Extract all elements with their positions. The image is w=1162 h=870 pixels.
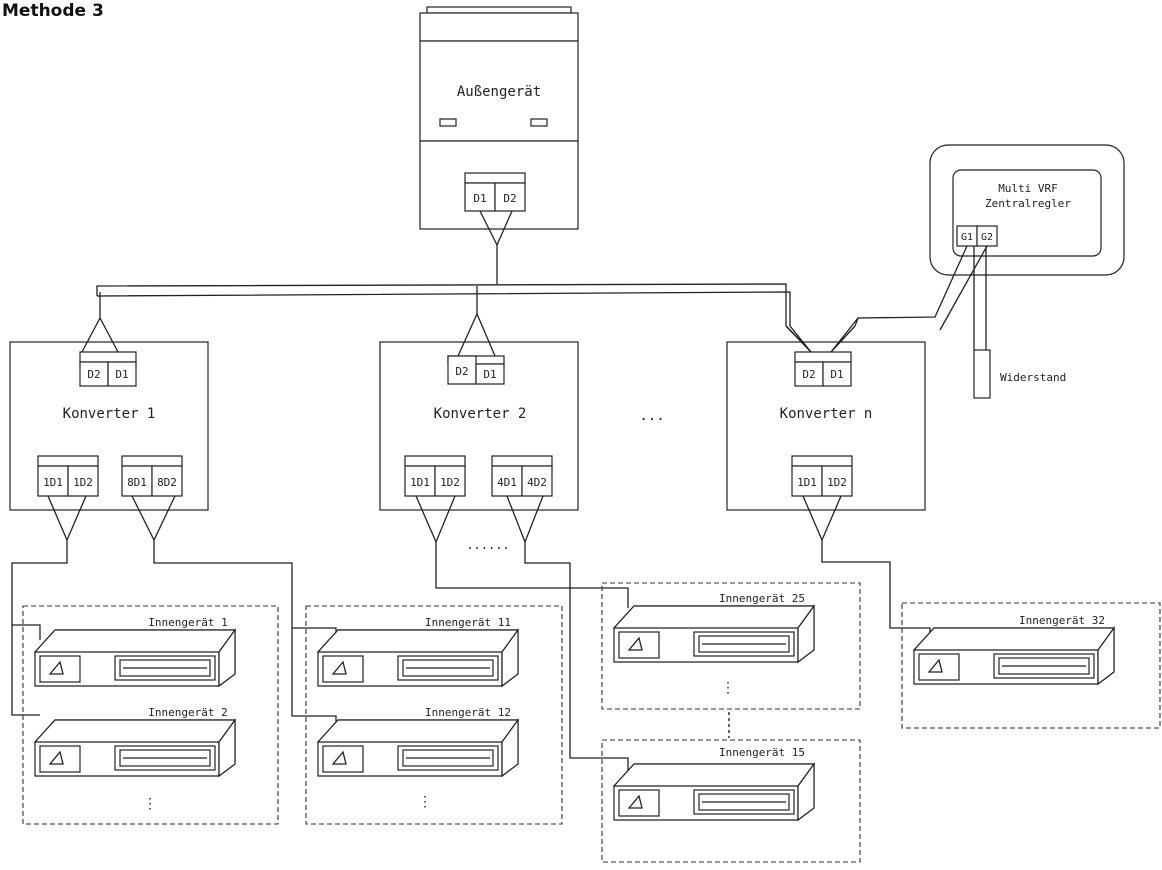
converter-n-label: Konverter n	[780, 406, 873, 422]
indoor-unit-2-label: Innengerät 2	[148, 706, 227, 719]
indoor-unit-32-label: Innengerät 32	[1019, 614, 1105, 627]
indoor-group-convertern	[901, 602, 1161, 729]
converter-2: D2 D1 Konverter 2 1D1 1D2 4D1 4D2	[379, 341, 579, 511]
outdoor-vent-left	[439, 118, 457, 127]
central-controller: Multi VRF Zentralregler G1 G2	[929, 144, 1125, 276]
indoor-unit-12: Innengerät 12	[317, 706, 519, 777]
converter-2-terminal-1d2: 1D2	[440, 476, 460, 489]
converter-n-terminal-d2: D2	[802, 368, 815, 381]
vertical-ellipsis-3: ⋮	[721, 680, 735, 696]
converters-ellipsis: ...	[639, 408, 664, 424]
converter-2-terminal-4d1: 4D1	[497, 476, 517, 489]
indoor-unit-11-label: Innengerät 11	[425, 616, 511, 629]
terminal-d1: D1	[473, 192, 486, 205]
resistor	[973, 349, 991, 399]
outdoor-unit-label: Außengerät	[457, 84, 541, 100]
converter-2-terminal-1d1: 1D1	[410, 476, 430, 489]
lines-ellipsis: ......	[466, 538, 509, 552]
vertical-ellipsis-1: ⋮	[143, 796, 157, 812]
indoor-unit-25: Innengerät 25	[613, 592, 815, 663]
indoor-group-converter1-b	[305, 605, 563, 825]
converter-1-terminal-1d1: 1D1	[43, 476, 63, 489]
converter-1-terminal-d2: D2	[87, 368, 100, 381]
terminal-g2: G2	[981, 232, 993, 243]
terminal-d2: D2	[503, 192, 516, 205]
indoor-unit-15-label: Innengerät 15	[719, 746, 805, 759]
converter-1-terminal-8d1: 8D1	[127, 476, 147, 489]
outdoor-vent-right	[530, 118, 548, 127]
converter-1: D2 D1 Konverter 1 1D1 1D2 8D1 8D2	[9, 341, 209, 511]
terminal-g1: G1	[961, 232, 973, 243]
converter-1-terminal-8d2: 8D2	[157, 476, 177, 489]
converter-n-terminal-1d2: 1D2	[827, 476, 847, 489]
converter-n: D2 D1 Konverter n 1D1 1D2	[726, 341, 926, 511]
indoor-unit-1-label: Innengerät 1	[148, 616, 227, 629]
indoor-group-converter2-a	[601, 582, 861, 710]
indoor-unit-32: Innengerät 32	[913, 614, 1115, 685]
outdoor-unit: Außengerät D1 D2	[419, 6, 579, 230]
indoor-unit-12-label: Innengerät 12	[425, 706, 511, 719]
indoor-unit-11: Innengerät 11	[317, 616, 519, 687]
converter-2-label: Konverter 2	[434, 406, 527, 422]
converter-1-label: Konverter 1	[63, 406, 156, 422]
indoor-unit-25-label: Innengerät 25	[719, 592, 805, 605]
converter-2-terminal-4d2: 4D2	[527, 476, 547, 489]
page-title: Methode 3	[2, 1, 104, 21]
converter-1-terminal-1d2: 1D2	[73, 476, 93, 489]
vertical-ellipsis-2: ⋮	[418, 794, 432, 810]
converter-2-terminal-d2: D2	[455, 365, 468, 378]
controller-label-line1: Multi VRF	[998, 182, 1058, 195]
indoor-group-converter2-b	[601, 739, 861, 863]
controller-label-line2: Zentralregler	[985, 197, 1071, 210]
converter-1-terminal-d1: D1	[115, 368, 128, 381]
indoor-group-converter1-a	[22, 605, 279, 825]
converter-n-terminal-d1: D1	[830, 368, 843, 381]
resistor-label: Widerstand	[1000, 371, 1066, 384]
converter-2-terminal-d1: D1	[483, 368, 496, 381]
converter-n-terminal-1d1: 1D1	[797, 476, 817, 489]
indoor-unit-2: Innengerät 2	[34, 706, 236, 777]
indoor-unit-15: Innengerät 15	[613, 746, 815, 821]
indoor-unit-1: Innengerät 1	[34, 616, 236, 687]
